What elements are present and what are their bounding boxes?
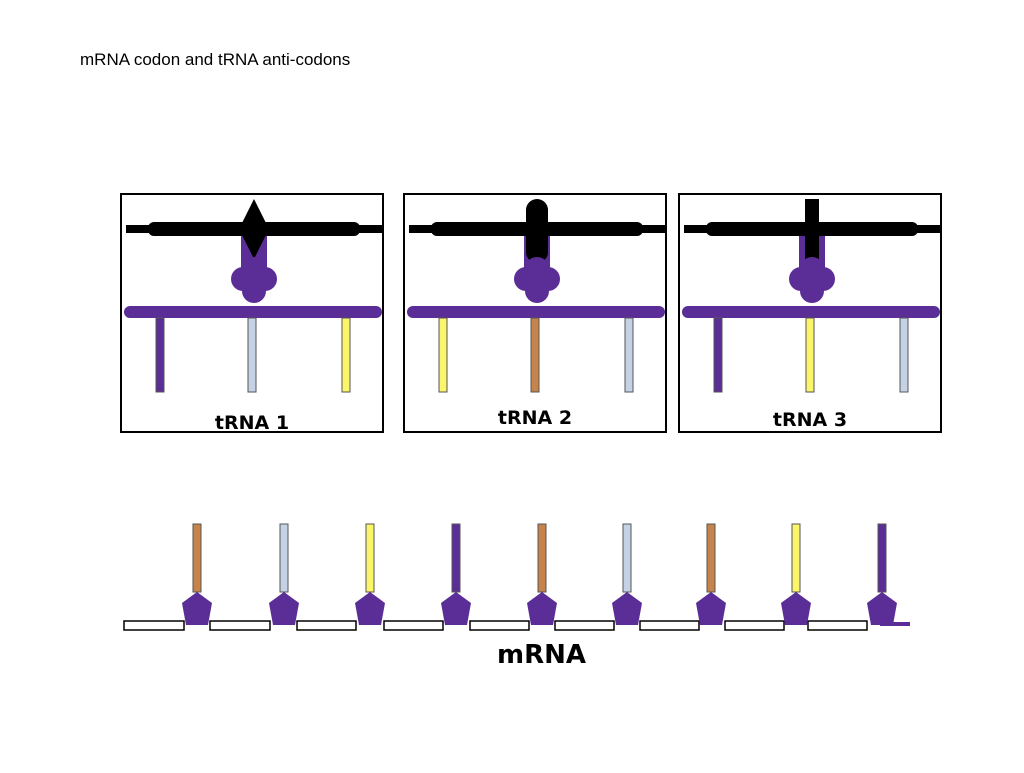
mrna-backbone-segment-2: [209, 620, 271, 631]
trna-2-amino-rounded-bar: [526, 199, 548, 263]
trna-1-clover-top: [242, 257, 266, 281]
trna-1-anticodon-3-yellow: [341, 317, 351, 393]
mrna-base-pentagon-2: [269, 592, 299, 625]
trna-1-label: tRNA 1: [214, 412, 290, 434]
mrna-base-stem-1-orange: [192, 523, 202, 593]
mrna-base-stem-6-lightblue: [622, 523, 632, 593]
trna-2-clover-bottom: [525, 279, 549, 303]
mrna-base-pentagon-1: [182, 592, 212, 625]
mrna-base-pentagon-6: [612, 592, 642, 625]
mrna-base-pentagon-7: [696, 592, 726, 625]
trna-3-anticodon-2-yellow: [805, 317, 815, 393]
trna-1-anticodon-2-lightblue: [247, 317, 257, 393]
mrna-strand: [123, 523, 910, 631]
mrna-backbone-segment-9: [807, 620, 868, 631]
trna-3-clover-top: [800, 257, 824, 281]
mrna-backbone-segment-3: [296, 620, 357, 631]
mrna-tail: [880, 622, 910, 626]
trna-2-anticodon-1-yellow: [438, 317, 448, 393]
trna-1-clover-bottom: [242, 279, 266, 303]
mrna-backbone-segment-8: [724, 620, 785, 631]
trna-2-backbone: [407, 306, 665, 318]
mrna-base-pentagon-4: [441, 592, 471, 625]
trna-1-backbone: [124, 306, 382, 318]
mrna-backbone-segment-1: [123, 620, 185, 631]
trna-2-label: tRNA 2: [497, 407, 573, 429]
mrna-backbone-segment-5: [469, 620, 530, 631]
trna-panel-2: tRNA 2: [403, 193, 667, 433]
trna-1-anticodon-1-purple: [155, 317, 165, 393]
mrna-base-pentagon-8: [781, 592, 811, 625]
mrna-backbone-segment-7: [639, 620, 700, 631]
mrna-base-stem-9-purple: [877, 523, 887, 593]
trna-3-backbone: [682, 306, 940, 318]
trna-3-label: tRNA 3: [772, 409, 848, 431]
trna-panel-1: tRNA 1: [120, 193, 384, 434]
mrna-base-stem-3-yellow: [365, 523, 375, 593]
slide-title: mRNA codon and tRNA anti-codons: [80, 50, 351, 69]
mrna-base-pentagon-9: [867, 592, 897, 625]
mrna-base-pentagon-3: [355, 592, 385, 625]
mrna-base-stem-2-lightblue: [279, 523, 289, 593]
trna-3-clover-bottom: [800, 279, 824, 303]
mrna-base-pentagon-5: [527, 592, 557, 625]
trna-1-drawing: [124, 199, 382, 393]
trna-3-anticodon-1-purple: [713, 317, 723, 393]
mrna-base-stem-7-orange: [706, 523, 716, 593]
mrna-base-stem-4-purple: [451, 523, 461, 593]
trna-3-anticodon-3-lightblue: [899, 317, 909, 393]
trna-2-anticodon-3-lightblue: [624, 317, 634, 393]
trna-2-drawing: [407, 199, 665, 393]
mrna-base-stem-8-yellow: [791, 523, 801, 593]
trna-2-clover-top: [525, 257, 549, 281]
trna-3-amino-cross: [805, 199, 819, 261]
trna-2-anticodon-2-orange: [530, 317, 540, 393]
mrna-base-stem-5-orange: [537, 523, 547, 593]
mrna-backbone-segment-4: [383, 620, 444, 631]
trna-panel-3: tRNA 3: [678, 193, 942, 433]
trna-3-drawing: [682, 199, 940, 393]
mrna-label: mRNA: [497, 640, 586, 670]
trna-1-amino-diamond: [239, 199, 269, 259]
mrna-backbone-segment-6: [554, 620, 615, 631]
